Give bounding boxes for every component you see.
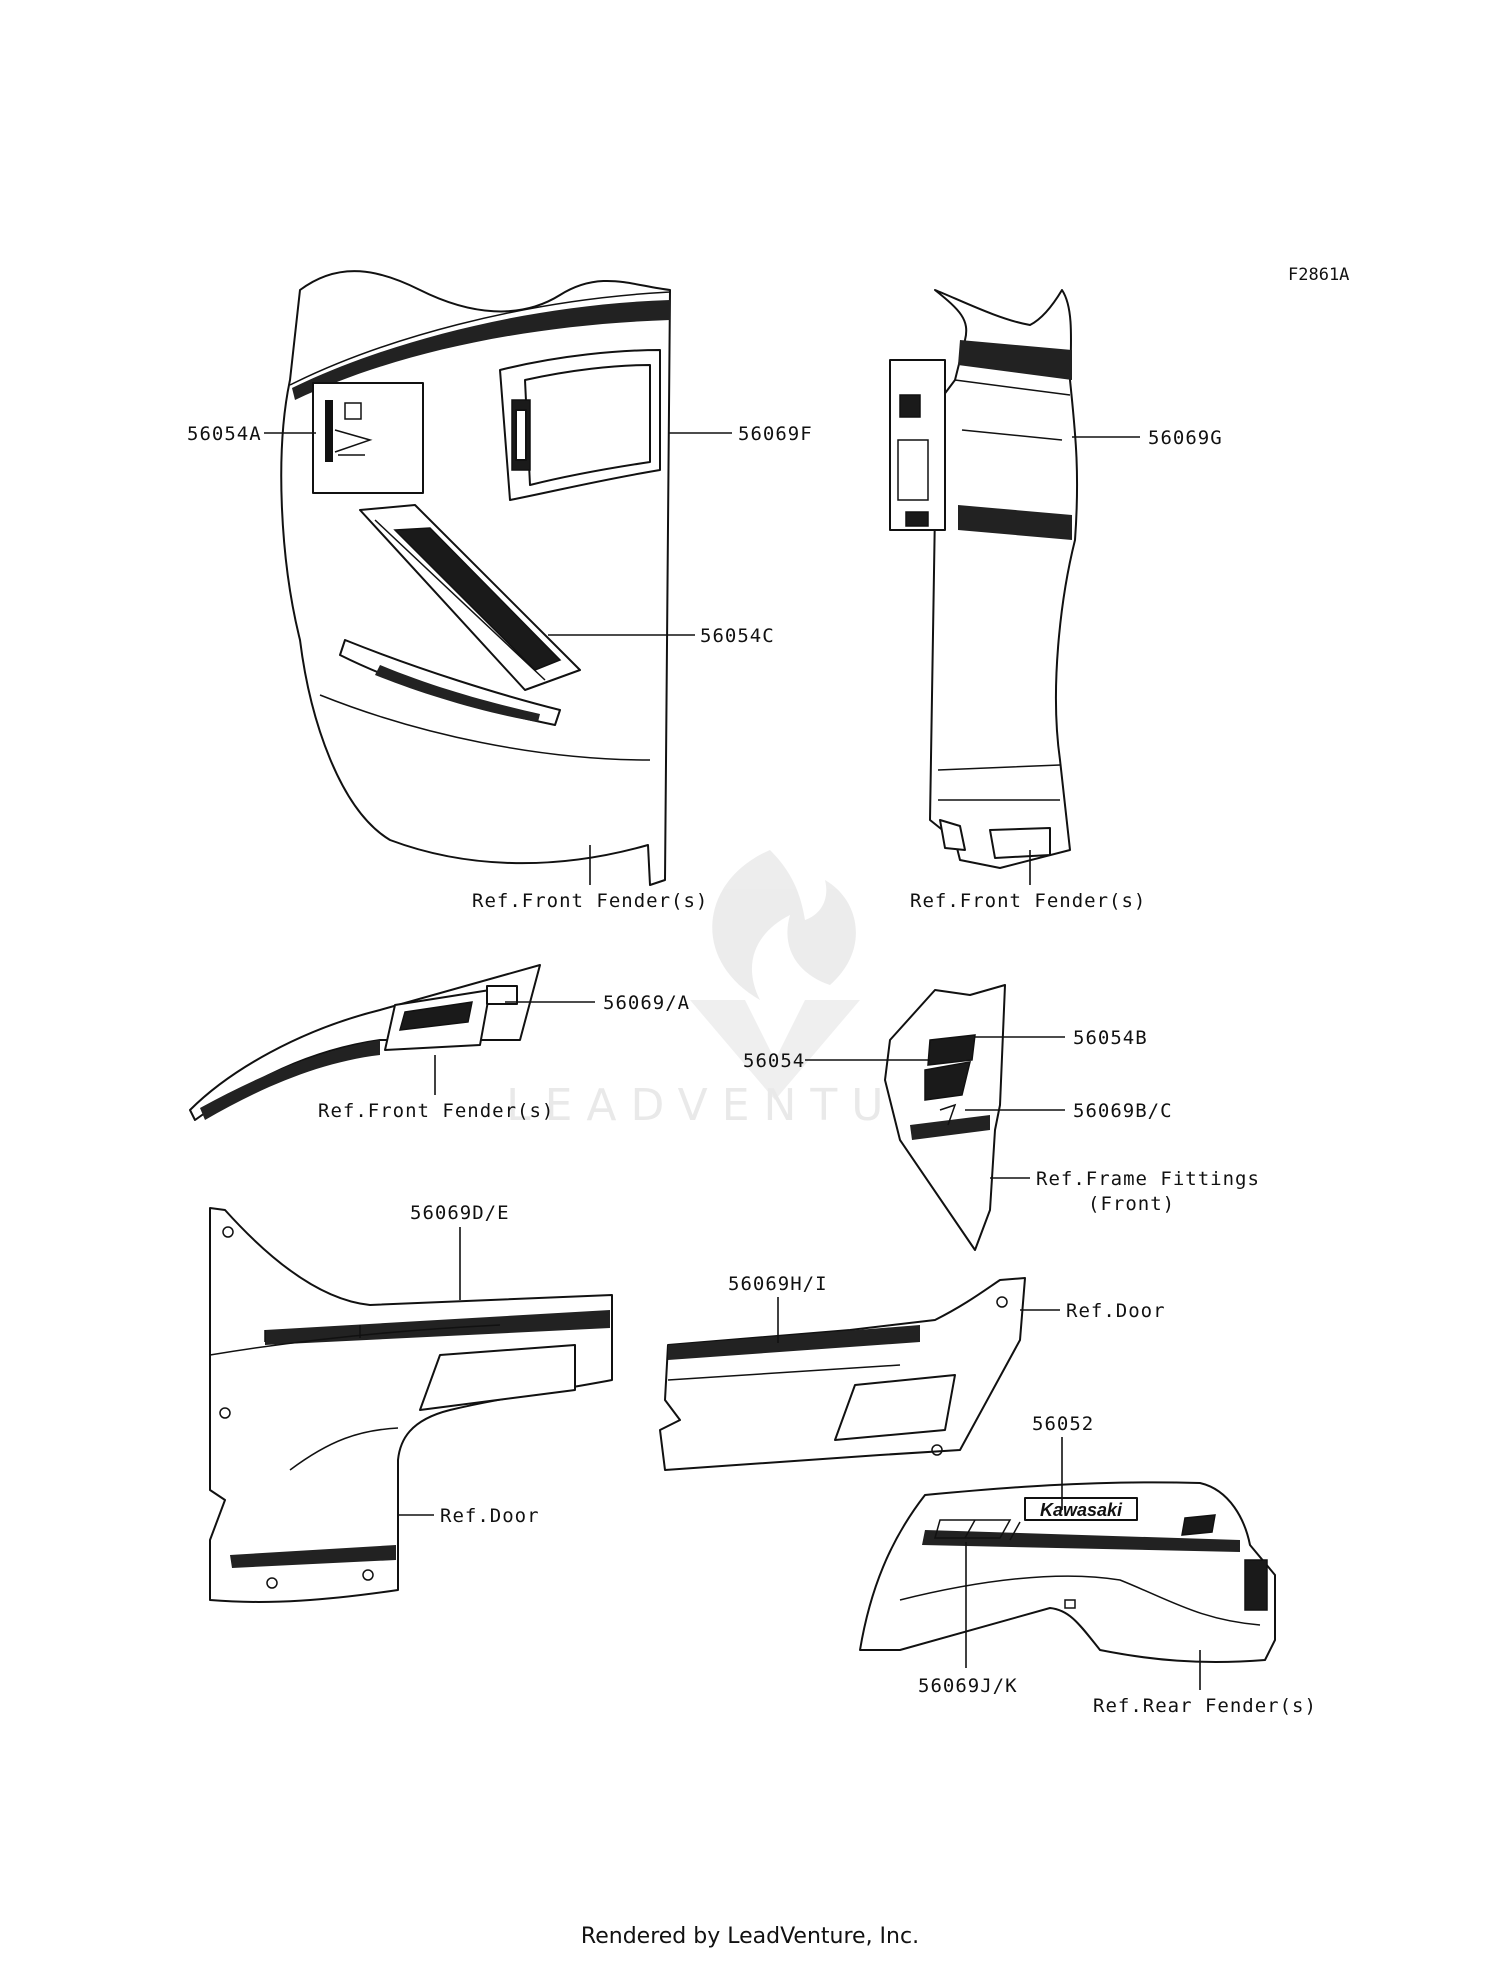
kawasaki-river-mark-decal <box>325 400 373 462</box>
callout-ref-front-fender-3: Ref.Front Fender(s) <box>318 1100 554 1122</box>
callout-ref-frame-fittings-front: (Front) <box>1088 1193 1175 1215</box>
56054c-decal-strip <box>359 504 581 691</box>
rear-fender-panel: Kawasaki <box>859 1481 1276 1663</box>
callout-56069J-K: 56069J/K <box>918 1675 1018 1697</box>
front-cowl-side-view <box>889 289 1079 869</box>
callout-56069F: 56069F <box>738 423 813 445</box>
footer-credit: Rendered by LeadVenture, Inc. <box>580 1924 920 1949</box>
leader-lines <box>264 432 1201 1690</box>
callout-56054A: 56054A <box>187 423 262 445</box>
callout-ref-door-2: Ref.Door <box>1066 1300 1166 1322</box>
callout-56069B-C: 56069B/C <box>1073 1100 1173 1122</box>
callout-ref-rear-fender: Ref.Rear Fender(s) <box>1093 1695 1317 1717</box>
callout-56054: 56054 <box>743 1050 805 1072</box>
fox-decal <box>924 1061 971 1101</box>
callout-56069D-E: 56069D/E <box>410 1202 510 1224</box>
callout-ref-frame-fittings: Ref.Frame Fittings <box>1036 1168 1260 1190</box>
callout-56054C: 56054C <box>700 625 775 647</box>
door-panel-left <box>209 1207 613 1603</box>
eps-decal <box>927 1034 976 1066</box>
callout-56069G: 56069G <box>1148 427 1223 449</box>
kawasaki-logo-decal: Kawasaki <box>1024 1497 1138 1521</box>
frame-fitting-panel <box>884 984 1006 1251</box>
front-fender-strip <box>189 964 541 1121</box>
callout-ref-door-1: Ref.Door <box>440 1505 540 1527</box>
callout-56052: 56052 <box>1032 1413 1094 1435</box>
callout-labels: 56054A 56069F 56054C 56069G Ref.Front Fe… <box>187 423 1317 1717</box>
callout-56054B: 56054B <box>1073 1027 1148 1049</box>
callout-ref-front-fender-1: Ref.Front Fender(s) <box>472 890 708 912</box>
callout-ref-front-fender-2: Ref.Front Fender(s) <box>910 890 1146 912</box>
900-badge-decal <box>511 399 531 471</box>
figure-code: F2861A <box>1288 265 1349 285</box>
callout-56069-A: 56069/A <box>603 992 690 1014</box>
side-label-panel <box>889 359 946 531</box>
900-le-badge-decal <box>384 985 518 1051</box>
door-panel-right <box>659 1277 1026 1471</box>
front-cowl-left-view <box>280 270 671 886</box>
kawasaki-logo-text: Kawasaki <box>1040 1500 1123 1520</box>
callout-56069H-I: 56069H/I <box>728 1273 828 1295</box>
